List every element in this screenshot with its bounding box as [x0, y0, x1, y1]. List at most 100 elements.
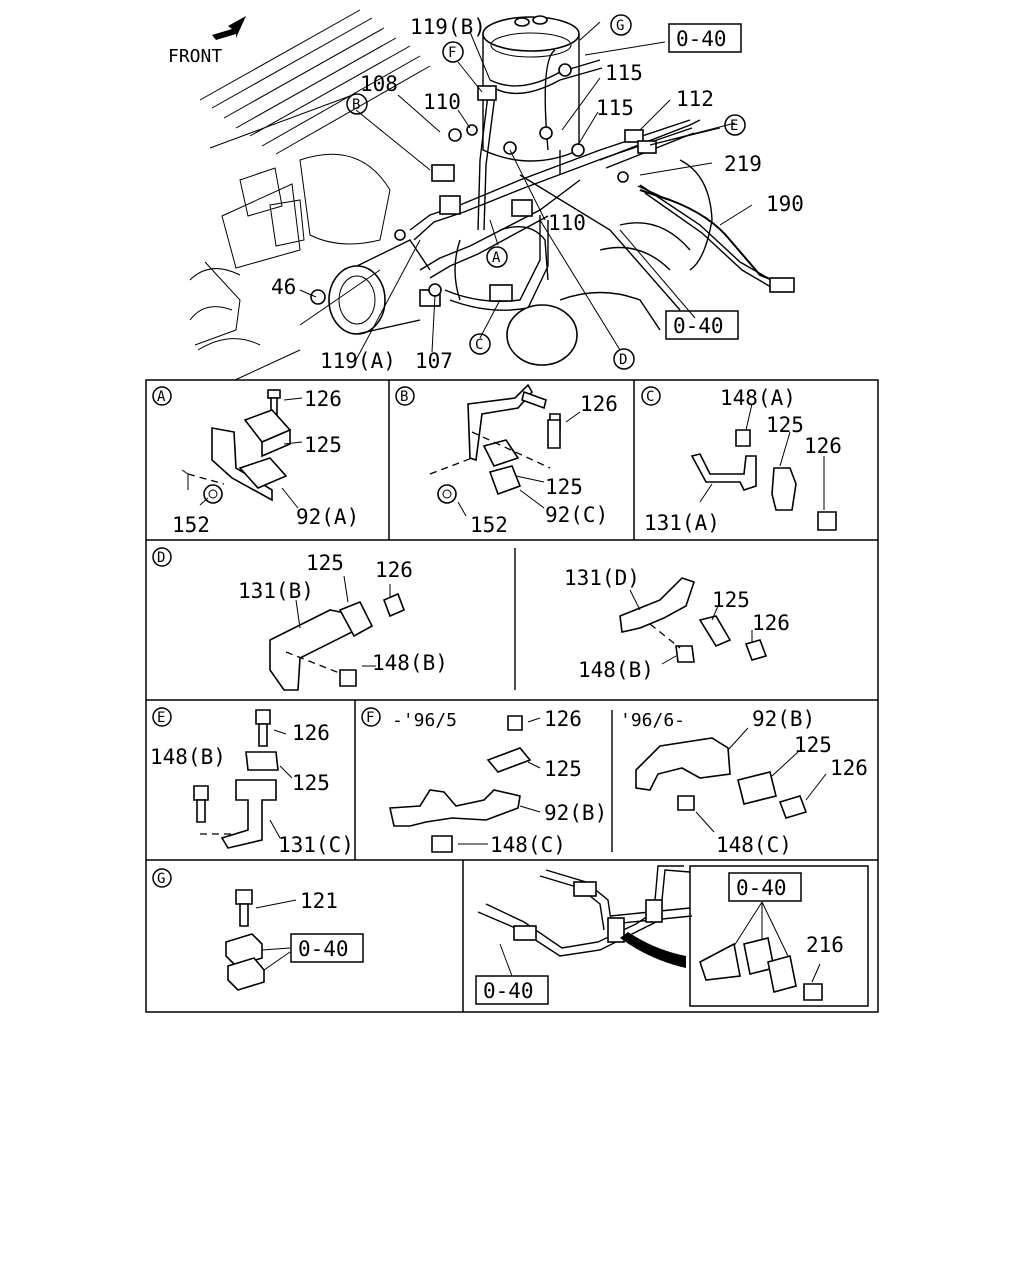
letter-a: A: [492, 250, 501, 266]
bolt-icon: [507, 715, 523, 731]
bracket-icon: [467, 383, 533, 462]
fuel-pipes: [409, 59, 781, 311]
letter-g: G: [616, 18, 624, 34]
callout-46: 46: [271, 275, 296, 299]
callout-190: 190: [766, 192, 804, 216]
panel-a: A 126 125 152 92(A): [152, 386, 359, 537]
letter-d: D: [619, 352, 627, 368]
bracket-icon: [220, 779, 277, 849]
panel-h-boxed-bottom: [475, 975, 549, 1005]
panel-b-label-3: 92(C): [545, 503, 608, 527]
bolt-icon: [803, 983, 823, 1001]
callout-112: 112: [676, 87, 714, 111]
callout-108: 108: [360, 72, 398, 96]
boxed-ref-top-text: 0-40: [676, 27, 727, 51]
callout-119a: 119(A): [320, 349, 396, 373]
panel-f-left-title: -'96/5: [392, 710, 457, 731]
callout-110-mid: 110: [548, 211, 586, 235]
letter-f: F: [448, 45, 456, 61]
panel-h-boxed-inset-text: 0-40: [736, 876, 787, 900]
callout-115-a: 115: [605, 61, 643, 85]
panel-b-label-1: 125: [545, 475, 583, 499]
letter-b: B: [352, 97, 360, 113]
clamp-icon: [338, 600, 374, 638]
fuel-filter-canister: [482, 15, 580, 175]
panel-d-left-0: 125: [306, 551, 344, 575]
leader-lines: [299, 21, 753, 361]
bracket-icon: [389, 789, 521, 827]
panel-d: D 125 126 131(B) 148(B) 131(D) 125 126 1…: [152, 547, 790, 691]
main-bolts: [310, 63, 629, 305]
clamp-icon: [482, 439, 520, 467]
letter-c: C: [475, 337, 483, 353]
panel-c-id: C: [646, 389, 654, 405]
bolt-icon: [744, 639, 768, 661]
bolt-icon-2: [677, 795, 695, 811]
bracket-icon: [619, 577, 696, 633]
front-label: FRONT: [168, 46, 222, 67]
panel-d-right-2: 126: [752, 611, 790, 635]
panel-b: B 126 125 152 92(C): [395, 383, 618, 537]
panel-e-label-3: 131(C): [278, 833, 354, 857]
panel-a-label-2: 152: [172, 513, 210, 537]
bolt-icon: [382, 592, 406, 618]
panel-d-right-1: 125: [712, 588, 750, 612]
clamp-icon: [737, 771, 777, 805]
main-clamps: [419, 85, 657, 307]
bracket-icon: [690, 453, 757, 491]
front-arrow-icon: [212, 16, 246, 40]
boxed-ref-mid: [665, 310, 739, 340]
panel-c-label-3: 131(A): [644, 511, 720, 535]
panel-d-right-3: 148(B): [578, 658, 654, 682]
intake-pipe: [328, 239, 431, 335]
detail-arrow: [620, 932, 686, 968]
panel-a-label-0: 126: [304, 387, 342, 411]
panel-e-id: E: [157, 710, 165, 726]
panel-h-boxed-inset: [728, 872, 802, 902]
panel-g-label-0: 121: [300, 889, 338, 913]
letter-e: E: [730, 118, 738, 134]
panel-g-boxed: [290, 933, 364, 963]
panel-c-label-0: 148(A): [720, 386, 796, 410]
boxed-ref-mid-text: 0-40: [673, 314, 724, 338]
panel-f-left-3: 148(C): [490, 833, 566, 857]
panel-f-right-1: 125: [794, 733, 832, 757]
bolt-icon: [235, 889, 253, 905]
panel-e-label-0: 126: [292, 721, 330, 745]
detail-panel-grid: [145, 379, 879, 1013]
panel-h: 0-40 0-40 216: [475, 865, 869, 1007]
panel-h-boxed-bottom-text: 0-40: [483, 979, 534, 1003]
panel-c-label-2: 126: [804, 434, 842, 458]
panel-d-left-2: 131(B): [238, 579, 314, 603]
panel-h-label: 216: [806, 933, 844, 957]
clamp-icon: [698, 615, 732, 648]
bolt-icon: [735, 429, 751, 447]
panel-h-inset: [689, 865, 869, 1007]
bracket-icon: [635, 737, 731, 791]
panel-f-right-2: 126: [830, 756, 868, 780]
panel-f-right-0: 92(B): [752, 707, 815, 731]
bracket-icon: [699, 942, 741, 981]
panel-a-label-1: 125: [304, 433, 342, 457]
nut-icon: [203, 484, 223, 504]
panel-a-id: A: [157, 389, 166, 405]
panel-e-label-2: 125: [292, 771, 330, 795]
boxed-ref-top: [668, 23, 742, 53]
panel-f-left-0: 126: [544, 707, 582, 731]
clamp-icon: [771, 467, 797, 511]
sensor-body: [513, 925, 537, 941]
clamp-icon: [486, 747, 532, 773]
panel-g-id: G: [157, 871, 165, 887]
panel-d-left-1: 126: [375, 558, 413, 582]
panel-e: E 126 148(B) 125 131(C): [150, 707, 354, 857]
panel-c-label-1: 125: [766, 413, 804, 437]
panel-f-left-1: 125: [544, 757, 582, 781]
bolt-icon: [255, 709, 271, 725]
clamp-icon: [245, 751, 279, 771]
panel-b-label-0: 126: [580, 392, 618, 416]
panel-b-label-2: 152: [470, 513, 508, 537]
bolt-icon: [778, 795, 808, 819]
bolt-head-icon: [817, 511, 837, 531]
callout-110-top: 110: [423, 90, 461, 114]
